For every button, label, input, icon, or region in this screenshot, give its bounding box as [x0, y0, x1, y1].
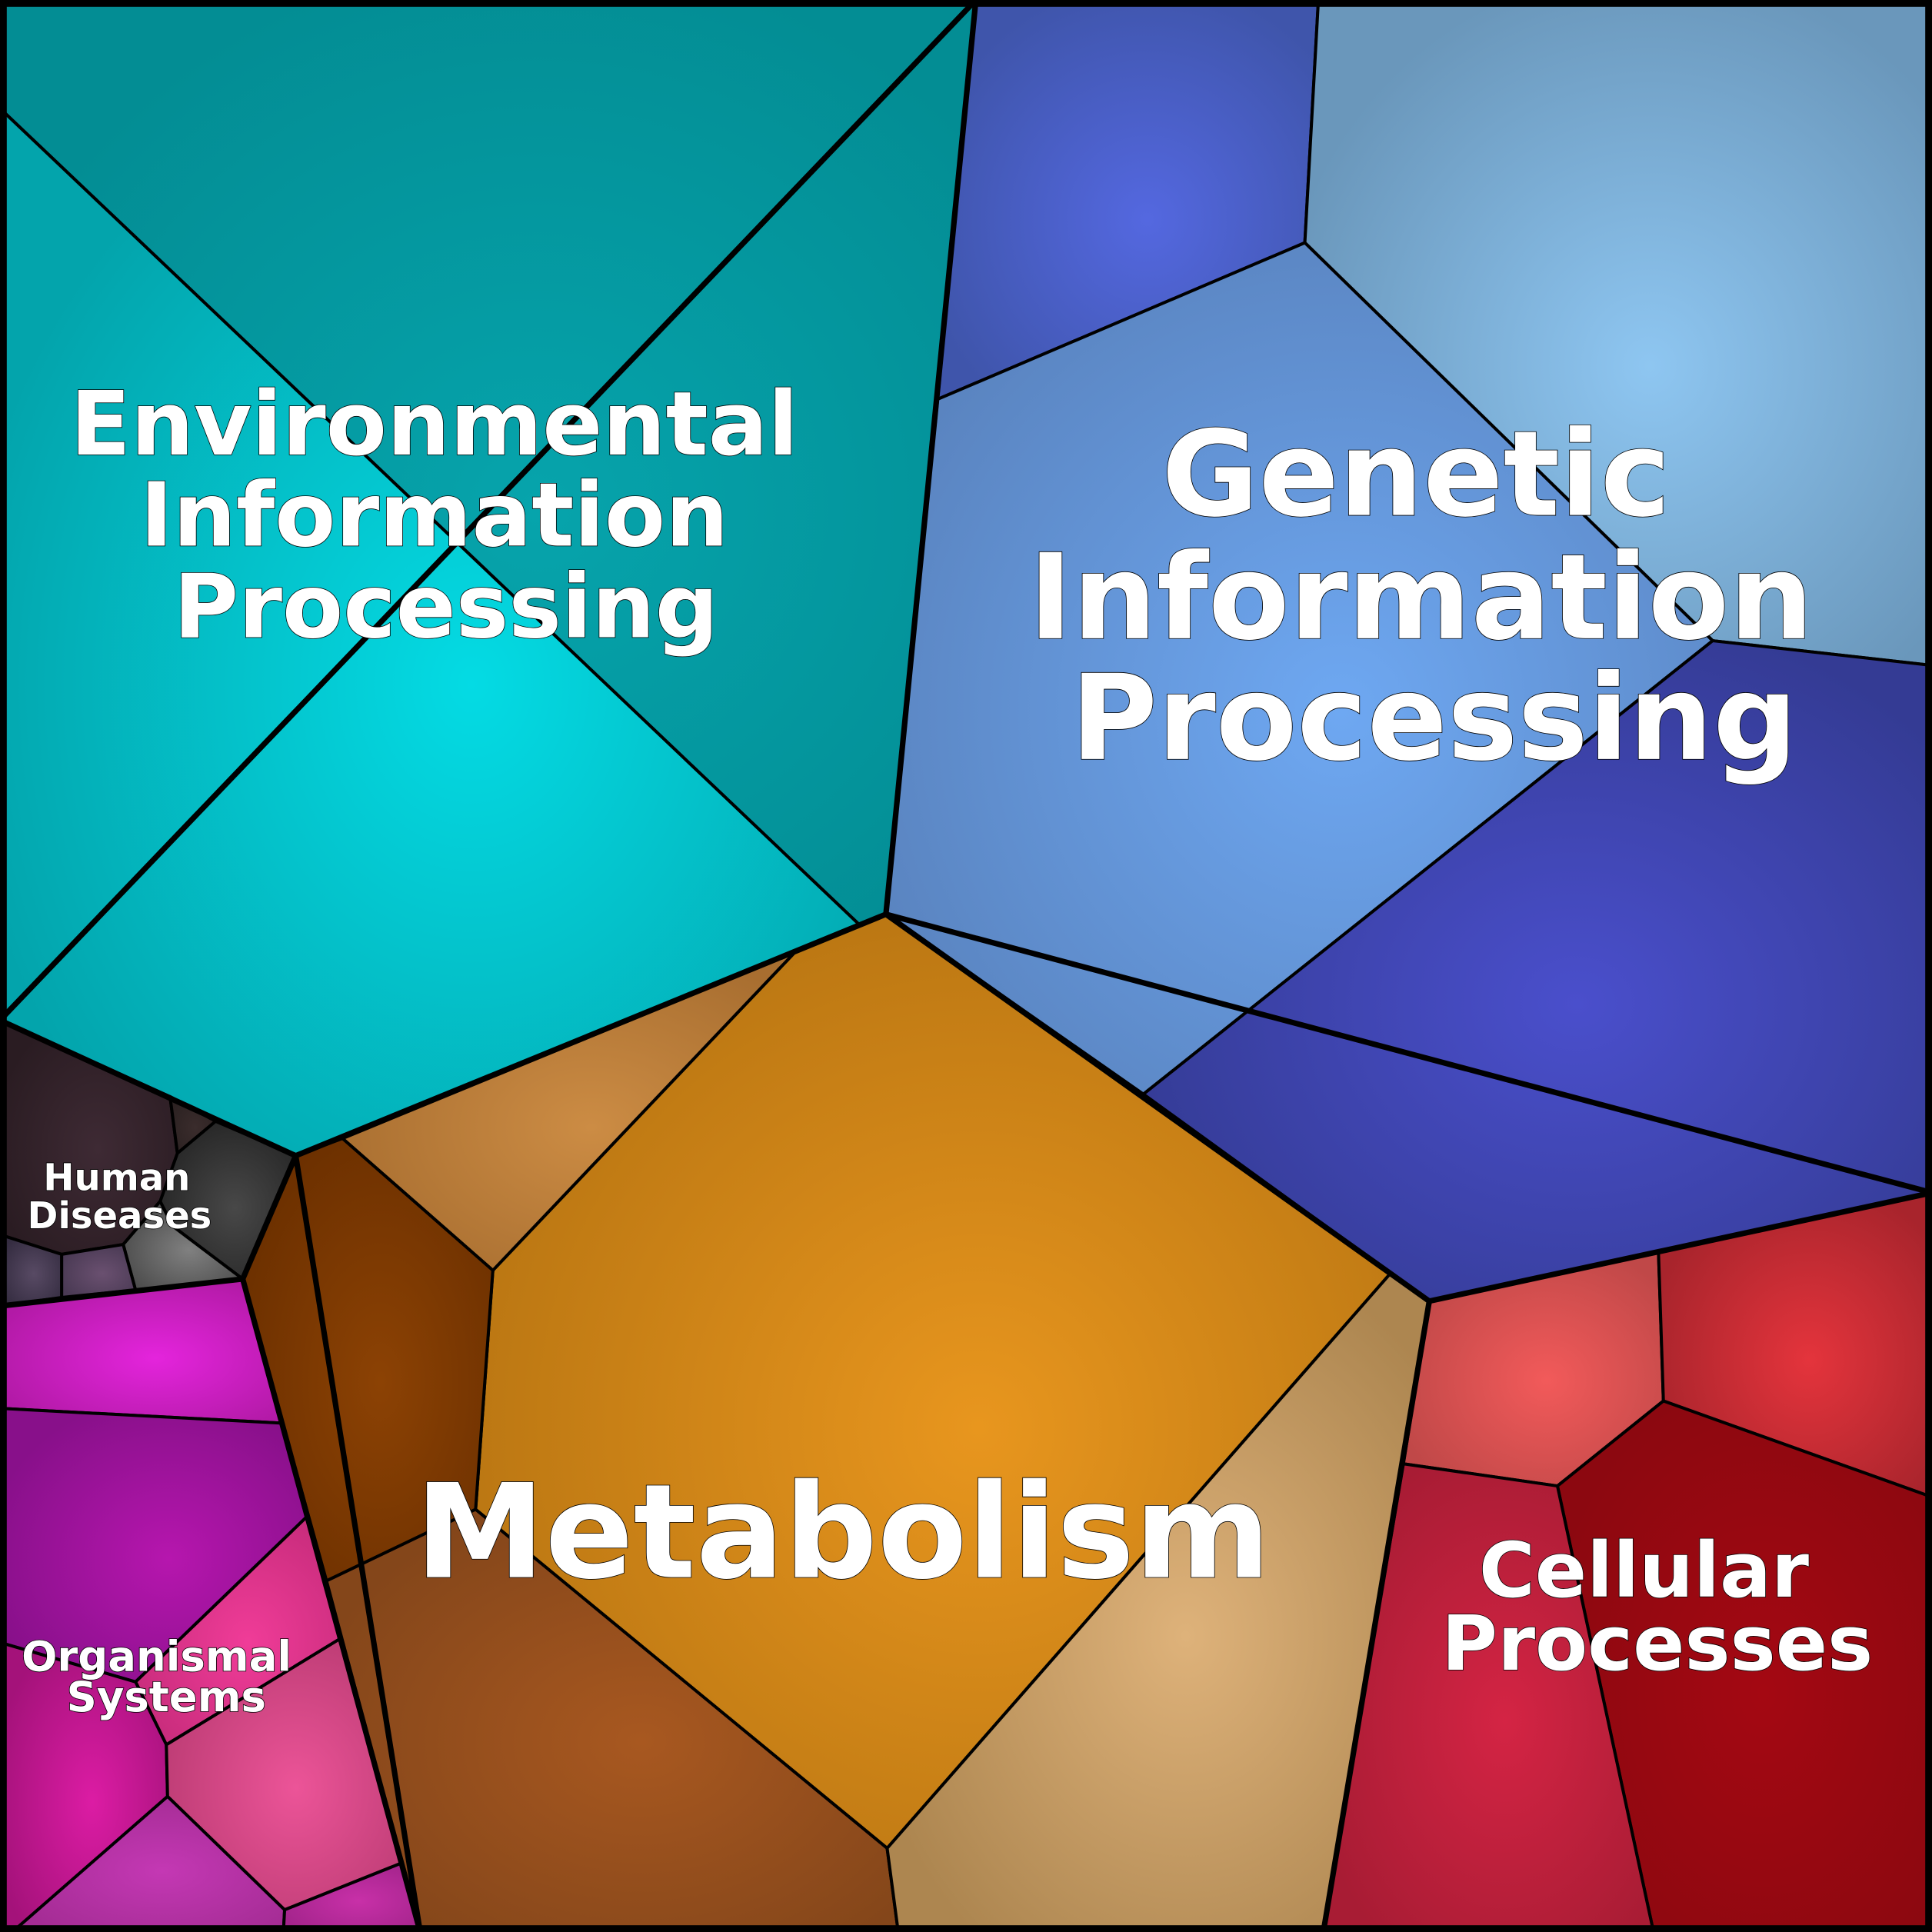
- label-environmental-information-processing: Environmental Information Processing: [70, 373, 829, 658]
- label-organismal-systems: Organismal Systems: [22, 1631, 306, 1721]
- cellular-processes-region: [1321, 1191, 1932, 1932]
- label-human-diseases: Human Diseases: [28, 1157, 212, 1238]
- metabolism-region: [241, 912, 1431, 1932]
- genetic-information-processing-region: [884, 0, 1932, 1303]
- label-cellular-processes: Cellular Processes: [1441, 1527, 1873, 1688]
- org-cell-7: [281, 1861, 422, 1932]
- human-diseases-region: [0, 1018, 298, 1308]
- labels: Environmental Information Processing Gen…: [21, 372, 1874, 1722]
- label-genetic-information-processing: Genetic Information Processing: [1028, 406, 1854, 788]
- label-metabolism: Metabolism: [415, 1457, 1271, 1609]
- organismal-systems-region: [0, 1277, 422, 1932]
